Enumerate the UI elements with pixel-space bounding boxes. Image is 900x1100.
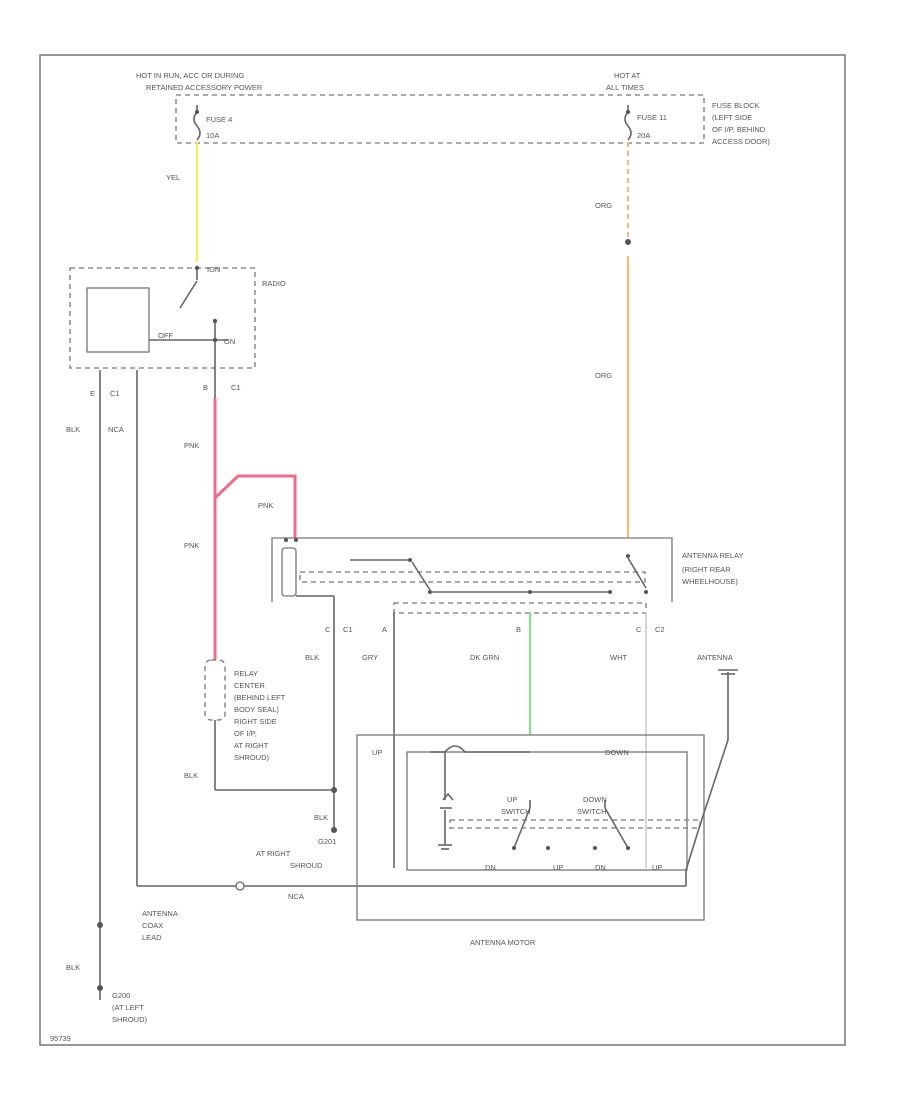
label-conn-b: B [516, 625, 521, 634]
label-relay-3: WHEELHOUSE) [682, 577, 738, 586]
label-conn-c-2: C [636, 625, 642, 634]
label-nca-2: NCA [288, 892, 304, 901]
label-rc-6: OF I/P, [234, 729, 257, 738]
label-c1-b-c: C1 [231, 383, 241, 392]
relay-internal-dash [299, 571, 646, 583]
label-blk-4: BLK [314, 813, 328, 822]
label-rc-3: (BEHIND LEFT [234, 693, 286, 702]
label-down-switch-1: DOWN [583, 795, 607, 804]
label-fuse4-amp: 10A [206, 131, 219, 140]
label-down-switch-2: SWITCH [577, 807, 607, 816]
label-up-switch-1: UP [507, 795, 517, 804]
label-rc-8: SHROUD) [234, 753, 270, 762]
label-fuse-block-2: (LEFT SIDE [712, 113, 752, 122]
label-fuse11: FUSE 11 [637, 113, 667, 122]
label-dn-1: DN [485, 863, 496, 872]
antenna-relay-outline [271, 537, 673, 602]
label-blk-2: BLK [305, 653, 319, 662]
label-hot-run-2: RETAINED ACCESSORY POWER [146, 83, 263, 92]
label-g201-1: G201 [318, 837, 336, 846]
label-coax-3: LEAD [142, 933, 162, 942]
label-conn-c1: C1 [343, 625, 353, 634]
fuse-4 [193, 105, 201, 141]
label-fuse-block-4: ACCESS DOOR) [712, 137, 770, 146]
pnk-wire-branch [213, 474, 297, 538]
label-rc-2: CENTER [234, 681, 265, 690]
label-radio-ign: IGN [207, 265, 220, 274]
label-dk-grn: DK GRN [470, 653, 499, 662]
label-org-2: ORG [595, 371, 612, 380]
label-g200-3: SHROUD) [112, 1015, 148, 1024]
fuse-block-outline [175, 94, 705, 144]
radio-outline [69, 267, 256, 369]
label-fuse11-amp: 20A [637, 131, 650, 140]
label-conn-c2: C2 [655, 625, 665, 634]
label-coax-2: COAX [142, 921, 163, 930]
relay-contacts [350, 554, 648, 594]
coax-splice-top [97, 922, 103, 928]
label-blk-1: BLK [66, 425, 80, 434]
nca-connector [235, 881, 245, 891]
org-splice [625, 239, 631, 245]
antenna-motor-outline [356, 734, 705, 921]
label-motor: ANTENNA MOTOR [470, 938, 536, 947]
label-hot-run: HOT IN RUN, ACC OR DURING [136, 71, 244, 80]
diagram-frame [39, 54, 846, 1046]
relay-center-outline [204, 659, 226, 721]
label-nca: NCA [108, 425, 124, 434]
label-radio-on: ON [224, 337, 235, 346]
label-dn-2: DN [595, 863, 606, 872]
label-c1-b: B [203, 383, 208, 392]
label-antenna: ANTENNA [697, 653, 733, 662]
radio-switch [149, 265, 228, 398]
label-org-1: ORG [595, 201, 612, 210]
label-relay-1: ANTENNA RELAY [682, 551, 744, 560]
label-blk-5: BLK [66, 963, 80, 972]
label-pnk-3: PNK [184, 541, 199, 550]
label-g201-3: SHROUD [290, 861, 323, 870]
label-conn-a: A [382, 625, 387, 634]
label-pnk-2: PNK [258, 501, 273, 510]
label-wht: WHT [610, 653, 627, 662]
label-radio-off: OFF [158, 331, 173, 340]
label-up-switch-2: SWITCH [501, 807, 531, 816]
label-conn-c: C [325, 625, 331, 634]
label-g201-2: AT RIGHT [256, 849, 291, 858]
label-fuse-block-1: FUSE BLOCK [712, 101, 760, 110]
label-rc-7: AT RIGHT [234, 741, 269, 750]
radio-module [86, 287, 150, 353]
label-coax-1: ANTENNA [142, 909, 178, 918]
label-rc-5: RIGHT SIDE [234, 717, 277, 726]
label-hot-at-2: ALL TIMES [606, 83, 644, 92]
label-pnk-1: PNK [184, 441, 199, 450]
label-motor-up: UP [372, 748, 382, 757]
label-gry: GRY [362, 653, 378, 662]
label-radio: RADIO [262, 279, 286, 288]
label-g200-1: G200 [112, 991, 130, 1000]
label-fuse4: FUSE 4 [206, 115, 232, 124]
label-c1-e-c: C1 [110, 389, 120, 398]
label-rc-1: RELAY [234, 669, 258, 678]
g200-ground [97, 985, 103, 991]
fuse-11 [624, 105, 632, 141]
label-blk-3: BLK [184, 771, 198, 780]
motor-internals [406, 745, 701, 871]
label-yel: YEL [166, 173, 180, 182]
label-up-1: UP [553, 863, 563, 872]
label-relay-2: (RIGHT REAR [682, 565, 731, 574]
figure-number: 95739 [50, 1034, 71, 1043]
label-rc-4: BODY SEAL) [234, 705, 279, 714]
label-motor-down: DOWN [605, 748, 629, 757]
g201-ground [331, 827, 337, 833]
label-c1-e: E [90, 389, 95, 398]
relay-internal-dash-2 [393, 602, 647, 614]
label-up-2: UP [652, 863, 662, 872]
label-fuse-block-3: OF I/P, BEHIND [712, 125, 766, 134]
label-hot-at: HOT AT [614, 71, 641, 80]
antenna-icon [360, 669, 738, 887]
relay-coil [281, 538, 335, 628]
label-g200-2: (AT LEFT [112, 1003, 144, 1012]
